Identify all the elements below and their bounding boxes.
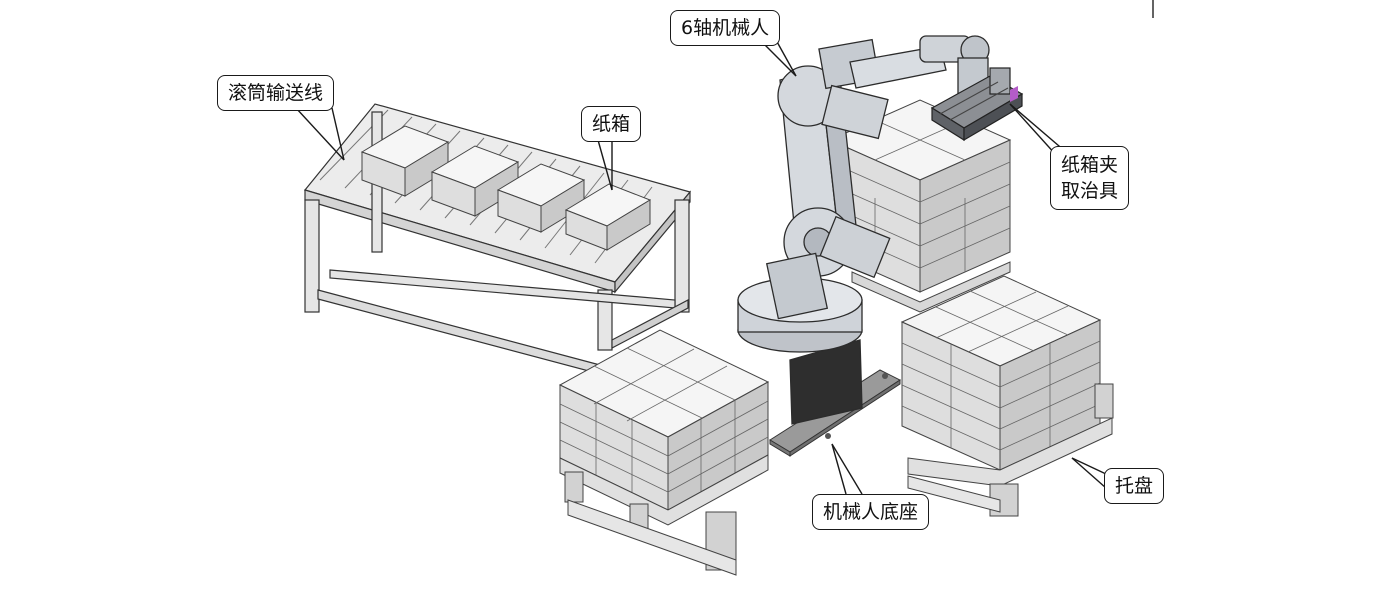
six-axis-robot [737, 35, 990, 425]
leader-conveyor-b [331, 107, 345, 161]
label-pallet: 托盘 [1104, 468, 1165, 504]
label-gripper: 纸箱夹 取治具 [1050, 146, 1130, 210]
label-gripper-line1: 纸箱夹 [1061, 154, 1119, 176]
leader-conveyor [295, 107, 345, 161]
label-gripper-line2: 取治具 [1061, 180, 1119, 202]
conveyor-carton-4 [564, 183, 652, 251]
leader-robot-b [775, 39, 797, 77]
conveyor-carton-1 [360, 125, 450, 197]
label-robot-base: 机械人底座 [812, 494, 930, 530]
carton-gripper [930, 67, 1024, 142]
leader-pallet-b [1071, 457, 1107, 489]
label-robot: 6轴机械人 [670, 10, 781, 46]
leader-base-b [831, 443, 863, 495]
leader-robot [759, 39, 797, 77]
label-conveyor: 滚筒输送线 [217, 75, 335, 111]
front-right-pallet-stack [900, 275, 1114, 517]
leader-carton [597, 139, 613, 191]
conveyor-carton-3 [496, 163, 586, 233]
label-carton: 纸箱 [581, 106, 642, 142]
leader-base [831, 443, 847, 495]
leader-gripper [1009, 103, 1067, 153]
front-left-pallet-stack [558, 329, 770, 576]
leader-pallet [1071, 457, 1107, 475]
conveyor-cartons [360, 125, 652, 251]
conveyor-carton-2 [430, 145, 520, 217]
roller-conveyor [303, 103, 692, 375]
